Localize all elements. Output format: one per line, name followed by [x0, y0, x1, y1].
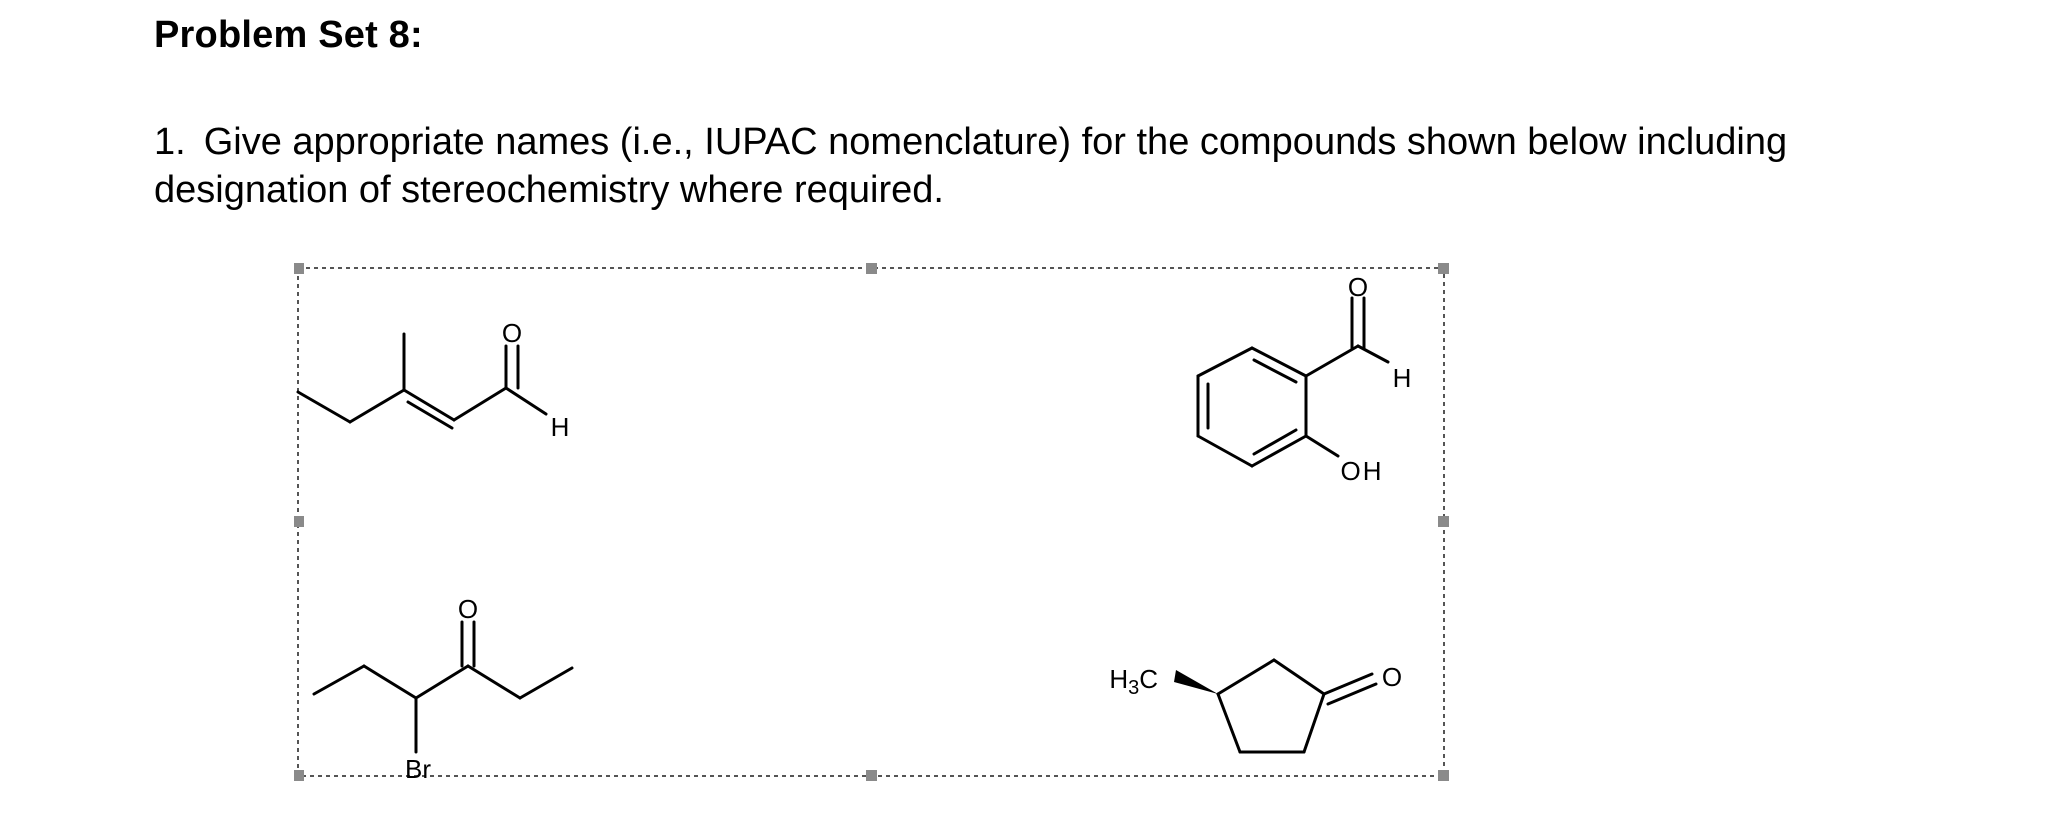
handle-bottom-middle[interactable]	[866, 770, 877, 781]
compound-2-structure	[1196, 296, 1390, 468]
chemical-structures-figure[interactable]: O H O H OH	[294, 262, 1450, 782]
compound-4-methyl-h: H	[1109, 664, 1128, 694]
handle-top-right[interactable]	[1438, 263, 1449, 274]
question-text-line1: Give appropriate names (i.e., IUPAC nome…	[203, 121, 1788, 163]
handle-middle-left[interactable]	[294, 516, 304, 527]
problem-set-title: Problem Set 8:	[154, 14, 423, 56]
question-1: 1. Give appropriate names (i.e., IUPAC no…	[154, 118, 2034, 214]
compound-3-bromine: Br	[405, 754, 431, 782]
compound-4-structure	[1216, 658, 1378, 754]
compound-1-oxygen: O	[502, 318, 522, 348]
question-number: 1.	[154, 121, 186, 163]
compound-4-methyl-c: C	[1139, 664, 1158, 694]
handle-top-middle[interactable]	[866, 263, 877, 274]
selection-handles[interactable]	[294, 263, 1449, 781]
compound-1-structure	[296, 332, 548, 430]
compound-1-hydrogen: H	[551, 412, 570, 442]
compound-3-oxygen: O	[458, 594, 478, 624]
compound-3-structure	[312, 620, 574, 754]
selection-frame[interactable]	[297, 267, 1445, 777]
handle-bottom-left[interactable]	[294, 770, 304, 781]
compound-4-methyl-subscript: 3	[1128, 677, 1139, 699]
handle-top-left[interactable]	[294, 263, 304, 274]
compound-4-methyl-label: H3C	[1109, 664, 1158, 699]
handle-middle-right[interactable]	[1438, 516, 1449, 527]
compound-2-oxygen: O	[1348, 272, 1368, 302]
compound-4-oxygen: O	[1382, 662, 1402, 692]
compound-2-hydroxyl: OH	[1341, 456, 1384, 486]
compound-2-hydrogen: H	[1393, 363, 1412, 393]
handle-bottom-right[interactable]	[1438, 770, 1449, 781]
compound-4-wedge-bond	[1174, 670, 1218, 694]
question-text-line2: designation of stereochemistry where req…	[154, 169, 944, 211]
